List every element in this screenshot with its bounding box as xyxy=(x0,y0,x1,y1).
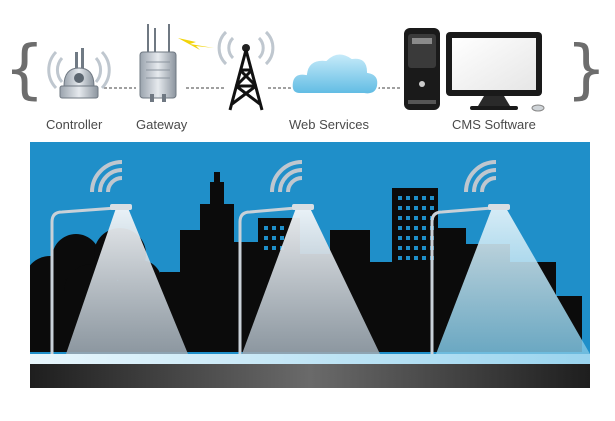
web-services-label: Web Services xyxy=(289,117,369,132)
light-beam-2 xyxy=(242,208,380,354)
street-road xyxy=(30,364,590,388)
gateway-label: Gateway xyxy=(136,117,188,132)
close-brace: } xyxy=(566,33,607,107)
controller-label: Controller xyxy=(46,117,103,132)
open-brace: { xyxy=(4,33,45,107)
network-chain xyxy=(47,24,545,112)
gateway-antenna-icon xyxy=(139,24,214,102)
cms-software-label: CMS Software xyxy=(452,117,536,132)
monitor-icon xyxy=(446,32,545,112)
street-lamp-2 xyxy=(238,204,314,366)
sidewalk xyxy=(30,354,590,364)
street-lamp-1 xyxy=(50,204,132,366)
light-beam-3 xyxy=(436,208,590,354)
street-lamp-3 xyxy=(430,204,510,366)
wifi-signal-icons xyxy=(90,160,497,193)
city-street-scene xyxy=(30,142,590,388)
light-beam-1 xyxy=(66,208,188,354)
radio-tower-icon xyxy=(217,30,275,111)
cloud-icon xyxy=(290,52,380,96)
server-tower-icon xyxy=(404,28,440,110)
controller-device-icon xyxy=(47,48,111,99)
